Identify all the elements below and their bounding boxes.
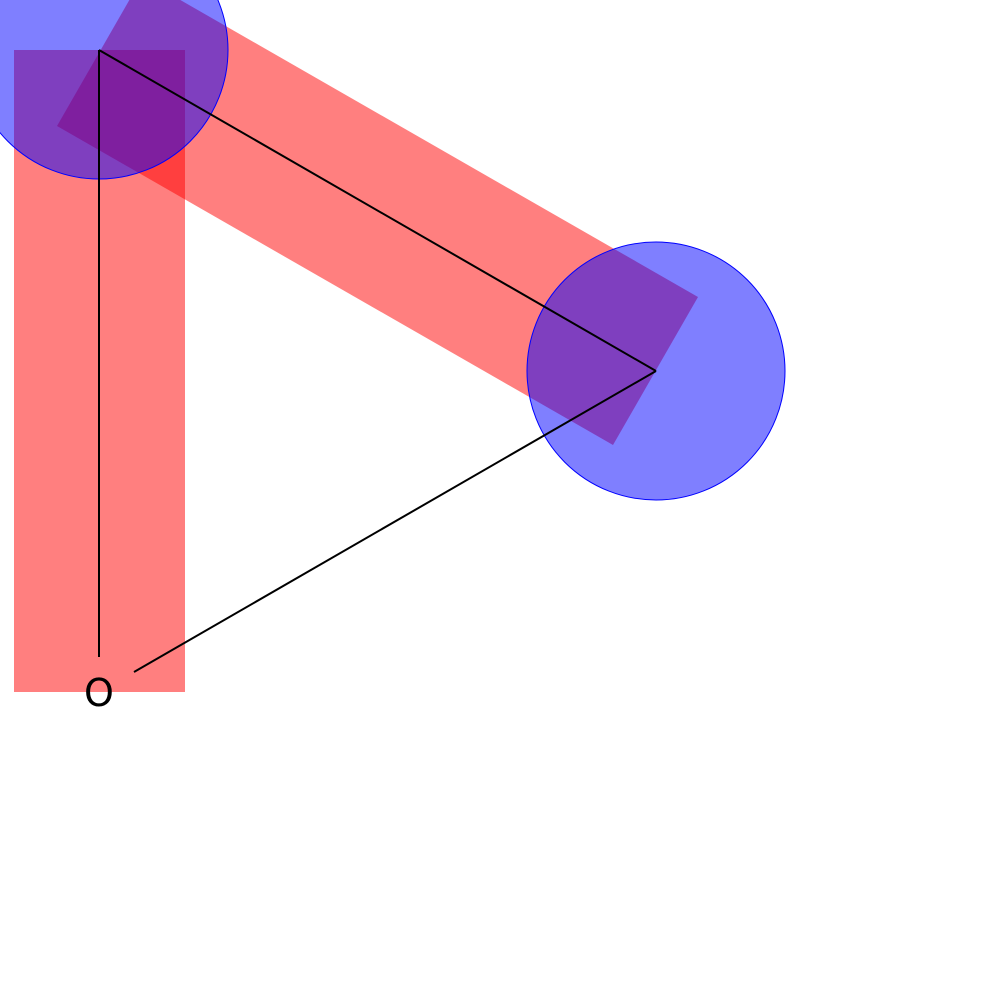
upper-skeleton-line [98,49,657,372]
lower-skeleton-line [133,370,657,673]
origin-label: O [84,671,114,715]
